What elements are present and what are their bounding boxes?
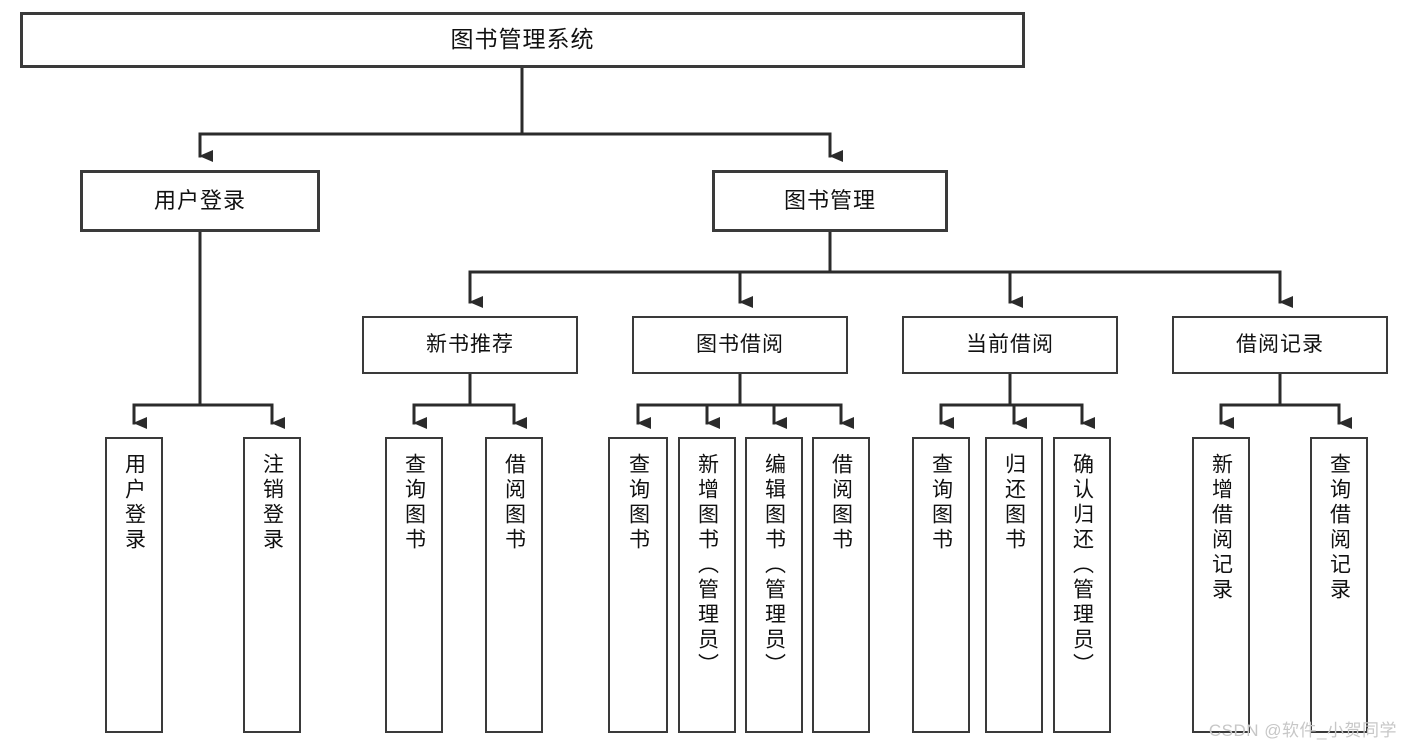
node-label: 用户登录 <box>153 188 246 214</box>
node-leaf-user-login[interactable]: 用户登录 <box>105 437 163 733</box>
node-leaf-return-book[interactable]: 归还图书 <box>985 437 1043 733</box>
node-leaf-borrow-book-recommendation[interactable]: 借阅图书 <box>485 437 543 733</box>
node-leaf-confirm-return-admin[interactable]: 确认归还（管理员） <box>1053 437 1111 733</box>
node-label: 图书管理系统 <box>450 26 595 53</box>
node-book-management[interactable]: 图书管理 <box>712 170 948 232</box>
node-borrow-records[interactable]: 借阅记录 <box>1172 316 1388 374</box>
node-leaf-query-book-current[interactable]: 查询图书 <box>912 437 970 733</box>
node-label: 查询图书 <box>626 453 650 553</box>
node-label: 新增图书（管理员） <box>695 453 719 678</box>
node-label: 编辑图书（管理员） <box>762 453 786 678</box>
node-root-system[interactable]: 图书管理系统 <box>20 12 1025 68</box>
node-label: 图书管理 <box>783 188 876 214</box>
node-label: 新增借阅记录 <box>1209 453 1233 603</box>
node-label: 查询借阅记录 <box>1327 453 1351 603</box>
node-leaf-logout[interactable]: 注销登录 <box>243 437 301 733</box>
node-book-borrowing[interactable]: 图书借阅 <box>632 316 848 374</box>
node-label: 借阅记录 <box>1236 332 1324 356</box>
node-leaf-add-borrow-record[interactable]: 新增借阅记录 <box>1192 437 1250 733</box>
node-label: 用户登录 <box>122 453 146 553</box>
node-label: 借阅图书 <box>829 453 853 553</box>
node-label: 图书借阅 <box>696 332 784 356</box>
node-current-borrowing[interactable]: 当前借阅 <box>902 316 1118 374</box>
node-label: 查询图书 <box>929 453 953 553</box>
csdn-watermark: CSDN @软件_小贺同学 <box>1208 721 1397 740</box>
node-label: 当前借阅 <box>966 332 1054 356</box>
node-leaf-query-book-recommendation[interactable]: 查询图书 <box>385 437 443 733</box>
node-leaf-borrow-book[interactable]: 借阅图书 <box>812 437 870 733</box>
node-leaf-add-book-admin[interactable]: 新增图书（管理员） <box>678 437 736 733</box>
node-label: 注销登录 <box>260 453 284 553</box>
node-leaf-query-book-borrow[interactable]: 查询图书 <box>608 437 668 733</box>
node-label: 归还图书 <box>1002 453 1026 553</box>
node-label: 新书推荐 <box>426 332 514 356</box>
node-label: 查询图书 <box>402 453 426 553</box>
node-label: 确认归还（管理员） <box>1070 453 1094 678</box>
node-leaf-query-borrow-record[interactable]: 查询借阅记录 <box>1310 437 1368 733</box>
node-new-book-recommendation[interactable]: 新书推荐 <box>362 316 578 374</box>
node-label: 借阅图书 <box>502 453 526 553</box>
node-user-login[interactable]: 用户登录 <box>80 170 320 232</box>
node-leaf-edit-book-admin[interactable]: 编辑图书（管理员） <box>745 437 803 733</box>
